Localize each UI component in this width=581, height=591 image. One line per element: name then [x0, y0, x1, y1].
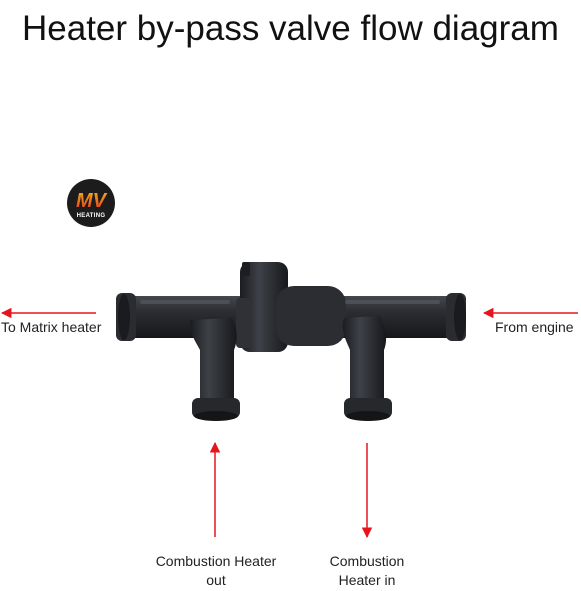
label-combustion-heater-in-line1: Combustion [329, 553, 405, 569]
valve-icon [116, 262, 466, 421]
label-from-engine: From engine [495, 319, 574, 335]
label-combustion-heater-in-line2: Heater in [338, 572, 396, 588]
logo-mark: MV [76, 190, 108, 212]
logo-circle [67, 179, 115, 227]
label-combustion-heater-out: Combustion Heater out [150, 552, 282, 590]
logo-word: HEATING [77, 213, 106, 219]
mv-heating-logo: MV HEATING [67, 179, 115, 227]
label-to-matrix-heater: To Matrix heater [1, 319, 102, 335]
label-combustion-heater-in: Combustion Heater in [322, 552, 412, 590]
label-combustion-heater-out-line2: out [206, 572, 226, 588]
page-title: Heater by-pass valve flow diagram [22, 9, 559, 48]
label-combustion-heater-out-line1: Combustion Heater [155, 553, 277, 569]
